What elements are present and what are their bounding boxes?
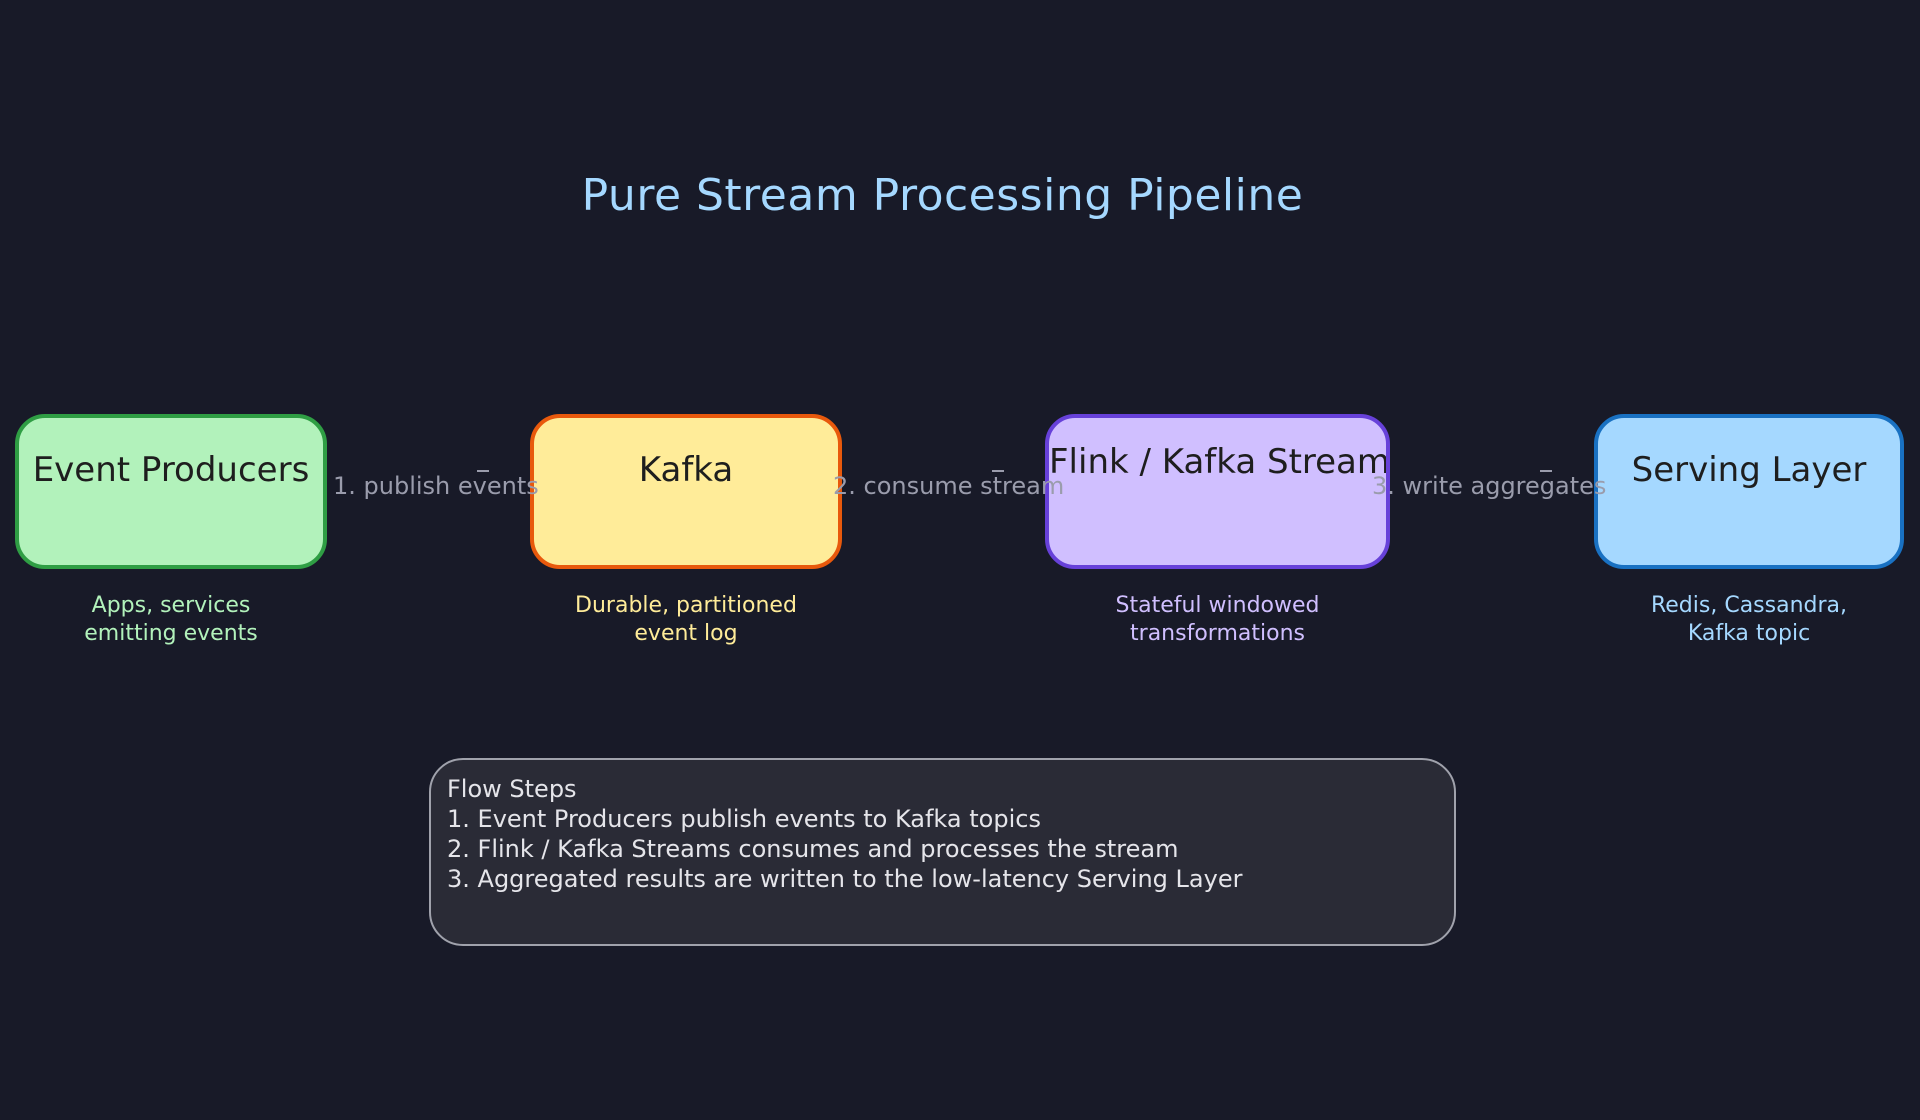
node-kafka[interactable]: Kafka [530,414,842,569]
node-serving-layer[interactable]: Serving Layer [1594,414,1904,569]
node-label: Flink / Kafka Streams [1049,442,1390,482]
flow-steps-box: Flow Steps 1. Event Producers publish ev… [429,758,1456,946]
node-label: Serving Layer [1631,450,1867,490]
flow-step-item: 2. Flink / Kafka Streams consumes and pr… [447,835,1179,863]
flow-step-item: 1. Event Producers publish events to Kaf… [447,805,1041,833]
arrow-stub [1540,470,1552,472]
node-description: Apps, services emitting events [84,593,258,646]
edge-label-write: 3. write aggregates [1372,472,1607,500]
arrow-stub [992,470,1004,472]
edge-label-publish: 1. publish events [333,472,539,500]
node-event-producers[interactable]: Event Producers [15,414,327,569]
node-flink-kafka-streams[interactable]: Flink / Kafka Streams [1045,414,1390,569]
edge-label-consume: 2. consume stream [833,472,1065,500]
node-label: Kafka [638,450,734,490]
arrow-stub [477,470,489,472]
node-description: Redis, Cassandra, Kafka topic [1650,593,1848,646]
diagram-title: Pure Stream Processing Pipeline [581,170,1304,221]
flow-steps-heading: Flow Steps [447,775,577,803]
node-description: Durable, partitioned event log [575,593,797,646]
flow-step-item: 3. Aggregated results are written to the… [447,865,1243,893]
node-label: Event Producers [32,450,310,490]
node-description: Stateful windowed transformations [1115,593,1320,646]
